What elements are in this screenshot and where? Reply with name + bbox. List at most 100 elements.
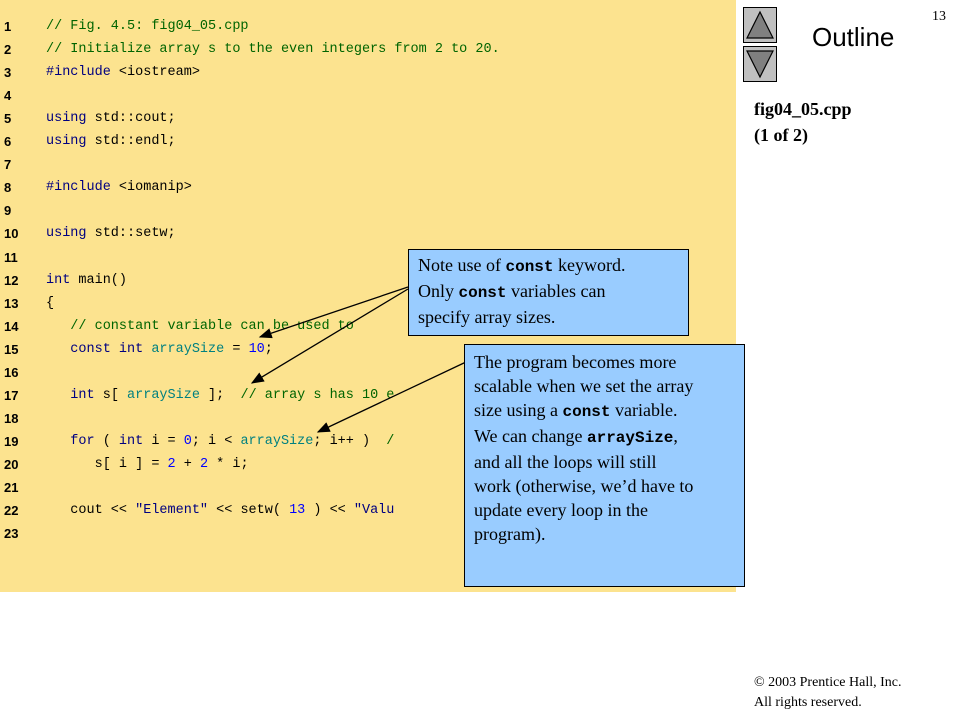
code-token: int (46, 272, 79, 288)
code-token: <iomanip> (118, 180, 192, 196)
code-token: "Valu (353, 503, 395, 519)
previous-slide-button[interactable] (743, 7, 777, 43)
triangle-up-icon (746, 10, 774, 39)
code-token: "Element" (135, 503, 209, 519)
code-line: 21 (0, 476, 736, 499)
line-number: 12 (4, 272, 19, 288)
line-number: 15 (4, 341, 19, 357)
next-slide-button[interactable] (743, 46, 777, 82)
code-token: main() (78, 272, 128, 288)
code-token: s[ i ] = (46, 456, 168, 472)
line-number: 14 (4, 318, 19, 334)
callout-line: scalable when we set the array (474, 376, 694, 396)
code-token: std::cout; (94, 111, 176, 127)
triangle-down-icon (746, 50, 774, 79)
code-line: 5 using std::cout; (0, 107, 736, 130)
code-token: // Initialize array s to the even intege… (46, 42, 500, 58)
code-line: 22 cout << "Element" << setw( 13 ) << "V… (0, 499, 736, 522)
code-token: cout << (46, 503, 136, 519)
callout-line: specify array sizes. (418, 307, 556, 327)
code-token: #include (46, 65, 119, 81)
callout-line: program). (474, 524, 546, 544)
line-number: 11 (4, 249, 18, 265)
line-number: 19 (4, 433, 19, 449)
code-text: int main() (46, 269, 127, 292)
code-token: using (46, 226, 95, 242)
code-line: 6 using std::endl; (0, 130, 736, 153)
code-text: // Fig. 4.5: fig04_05.cpp (46, 15, 249, 38)
code-line: 8 #include <iomanip> (0, 176, 736, 199)
code-token: // constant variable can be used to (46, 318, 354, 334)
line-number: 8 (4, 180, 12, 196)
code-token: + (175, 456, 200, 472)
code-line: 7 (0, 153, 736, 176)
code-token: ; (264, 341, 273, 357)
code-token: ( (102, 433, 119, 449)
code-line: 10 using std::setw; (0, 222, 736, 245)
copyright-notice: © 2003 Prentice Hall, Inc. All rights re… (754, 673, 902, 713)
scalability-callout: The program becomes more scalable when w… (464, 344, 745, 587)
code-line: 12 int main() (0, 269, 736, 292)
code-token: * i; (208, 456, 249, 472)
code-token: ]; (199, 387, 241, 403)
line-number: 22 (4, 503, 19, 519)
callout-line: Only const variables can (418, 281, 606, 302)
code-token: 2 (199, 456, 209, 472)
code-token: #include (46, 180, 119, 196)
callout-line: The program becomes more (474, 352, 677, 372)
code-text: using std::cout; (46, 107, 176, 130)
line-number: 6 (4, 134, 12, 150)
callout-line: work (otherwise, we’d have to (474, 476, 694, 496)
line-number: 20 (4, 456, 19, 472)
file-name: fig04_05.cpp (754, 99, 852, 119)
code-token: for (46, 433, 103, 449)
callout-line: size using a const variable. (474, 400, 678, 421)
code-token: std::setw; (94, 226, 176, 242)
line-number: 17 (4, 387, 19, 403)
code-line: 4 (0, 84, 736, 107)
callout-line: Note use of const keyword. (418, 255, 626, 276)
code-text: using std::endl; (46, 130, 176, 153)
code-token: / (386, 433, 395, 449)
code-token: using (46, 111, 95, 127)
line-number: 21 (4, 480, 19, 495)
code-token: ; i < (191, 433, 241, 449)
code-token: arraySize (240, 433, 314, 449)
code-line: 13{ (0, 292, 736, 315)
code-line: 19 for ( int i = 0; i < arraySize; i++ )… (0, 430, 736, 453)
code-token: const int (46, 341, 152, 357)
code-line: 3#include <iostream> (0, 61, 736, 84)
code-line: 2// Initialize array s to the even integ… (0, 38, 736, 61)
code-line: 20 s[ i ] = 2 + 2 * i; (0, 453, 736, 476)
code-token: = (224, 341, 249, 357)
code-token: i = (151, 433, 184, 449)
line-number: 1 (4, 19, 12, 34)
code-text: { (46, 292, 54, 315)
code-line: 23 (0, 522, 736, 545)
code-token: s[ (102, 387, 128, 403)
line-number: 10 (4, 226, 19, 242)
line-number: 18 (4, 410, 19, 426)
code-text: int s[ arraySize ]; // array s has 10 e (46, 384, 394, 407)
code-token: arraySize (127, 387, 200, 403)
code-token: int (46, 387, 103, 403)
code-text: for ( int i = 0; i < arraySize; i++ ) / (46, 430, 394, 453)
code-token: using (46, 134, 95, 150)
code-line: 11 (0, 246, 736, 269)
line-number: 16 (4, 364, 19, 380)
line-number: 5 (4, 111, 12, 127)
line-number: 4 (4, 88, 12, 104)
code-text: // constant variable can be used to (46, 315, 354, 338)
copyright-line: © 2003 Prentice Hall, Inc. (754, 675, 902, 690)
line-number: 23 (4, 526, 19, 542)
code-text: // Initialize array s to the even intege… (46, 38, 500, 61)
code-line: 1 // Fig. 4.5: fig04_05.cpp (0, 15, 736, 38)
code-token: 0 (183, 433, 192, 449)
code-token: // array s has 10 e (240, 387, 395, 403)
code-text: #include <iomanip> (46, 176, 192, 199)
copyright-line: All rights reserved. (754, 695, 862, 710)
code-text: using std::setw; (46, 222, 176, 245)
code-token: // Fig. 4.5: fig04_05.cpp (46, 19, 249, 34)
code-text: #include <iostream> (46, 61, 200, 84)
callout-line: update every loop in the (474, 500, 648, 520)
